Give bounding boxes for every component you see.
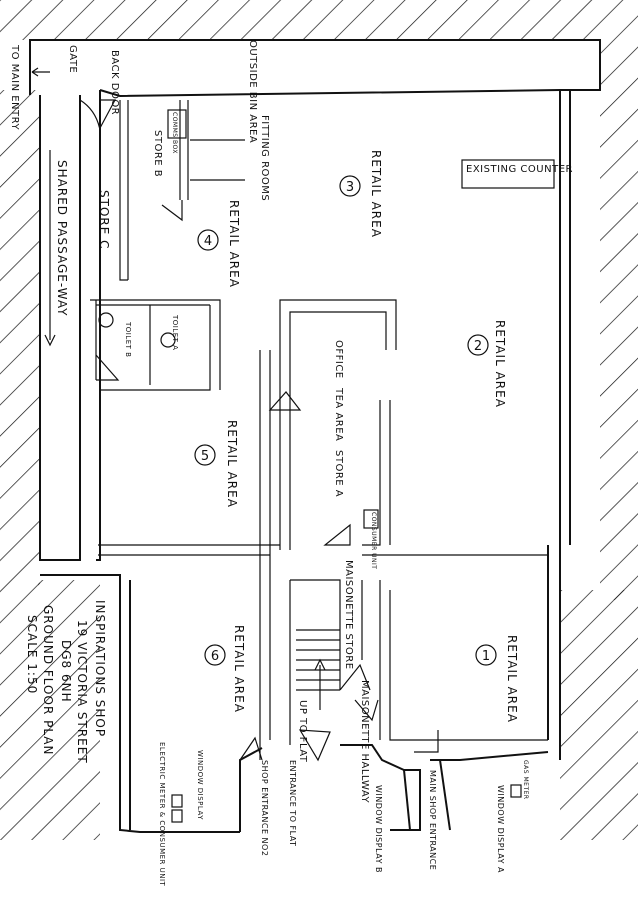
door-swings xyxy=(79,99,439,762)
room-circle-4 xyxy=(197,229,219,251)
up-to-flat-label: UP TO FLAT xyxy=(297,700,308,763)
gas-meter-label: GAS METER xyxy=(522,760,529,800)
room-circle-2 xyxy=(467,334,489,356)
feature-labels: TO MAIN ENTRY GATE BACK DOOR OUTSIDE BIN… xyxy=(9,40,573,887)
title-line-5: SCALE 1:50 xyxy=(25,615,39,694)
room-label-5: RETAIL AREA xyxy=(225,420,239,508)
room-label-6: RETAIL AREA xyxy=(232,625,246,713)
arrows xyxy=(31,67,326,710)
consumer-unit-label: CONSUMER UNIT xyxy=(370,512,377,569)
room-label-4: RETAIL AREA xyxy=(227,200,241,288)
maisonette-store-label: MAISONETTE STORE xyxy=(343,560,354,670)
window-display-label: WINDOW DISPLAY xyxy=(196,750,204,820)
title-line-1: INSPIRATIONS SHOP xyxy=(93,600,107,737)
room-label-1: RETAIL AREA xyxy=(505,635,519,723)
electric-meter-label: ELECTRIC METER & CONSUMER UNIT xyxy=(158,742,166,887)
title-line-2: 19 VICTORIA STREET xyxy=(75,620,89,764)
internal-walls xyxy=(90,100,555,831)
comms-box-label: COMMS BOX xyxy=(171,112,178,154)
room-numbers: 1 2 3 4 5 6 xyxy=(194,175,497,666)
maisonette-hallway-label: MAISONETTE HALLWAY xyxy=(359,680,370,803)
toilet-a-label: TOILET A xyxy=(171,314,179,350)
room-num-3: 3 xyxy=(346,180,354,195)
outside-bin-area-label: OUTSIDE BIN AREA xyxy=(247,40,258,143)
title-block: INSPIRATIONS SHOP 19 VICTORIA STREET DG8… xyxy=(25,600,107,764)
shared-passage-label: SHARED PASSAGE-WAY xyxy=(55,160,69,317)
room-label-3: RETAIL AREA xyxy=(369,150,383,238)
window-display-a-label: WINDOW DISPLAY A xyxy=(496,785,505,873)
room-circle-6 xyxy=(204,644,226,666)
room-labels: RETAIL AREA RETAIL AREA RETAIL AREA RETA… xyxy=(225,150,519,723)
existing-counter-label: EXISTING COUNTER xyxy=(466,164,573,175)
to-main-entry-label: TO MAIN ENTRY xyxy=(9,44,20,130)
room-num-5: 5 xyxy=(201,449,209,464)
window-display-b-label: WINDOW DISPLAY B xyxy=(374,785,383,873)
room-num-6: 6 xyxy=(211,649,219,664)
room-circle-3 xyxy=(339,175,361,197)
fixtures xyxy=(98,312,522,823)
toilet-b-label: TOILET B xyxy=(124,321,132,357)
room-label-2: RETAIL AREA xyxy=(493,320,507,408)
tea-area-label: TEA AREA xyxy=(333,387,344,441)
title-line-3: DG8 6NH xyxy=(59,640,73,703)
room-circle-1 xyxy=(475,644,497,666)
shop-entrance-2-label: SHOP ENTRANCE NO2 xyxy=(260,760,269,856)
room-num-4: 4 xyxy=(204,234,212,249)
back-door-label: BACK DOOR xyxy=(109,50,120,115)
title-line-4: GROUND FLOOR PLAN xyxy=(41,605,55,755)
entrance-to-flat-label: ENTRANCE TO FLAT xyxy=(288,760,297,847)
gate-label: GATE xyxy=(67,45,78,73)
room-circle-5 xyxy=(194,444,216,466)
room-num-2: 2 xyxy=(474,339,482,354)
main-shop-entrance-label: MAIN SHOP ENTRANCE xyxy=(428,770,437,870)
fitting-rooms-label: FITTING ROOMS xyxy=(259,115,270,201)
office-label: OFFICE xyxy=(333,340,344,379)
room-num-1: 1 xyxy=(482,649,490,664)
store-b-label: STORE B xyxy=(152,130,163,177)
store-a-label: STORE A xyxy=(333,450,344,497)
store-c-label: STORE C xyxy=(97,190,111,250)
